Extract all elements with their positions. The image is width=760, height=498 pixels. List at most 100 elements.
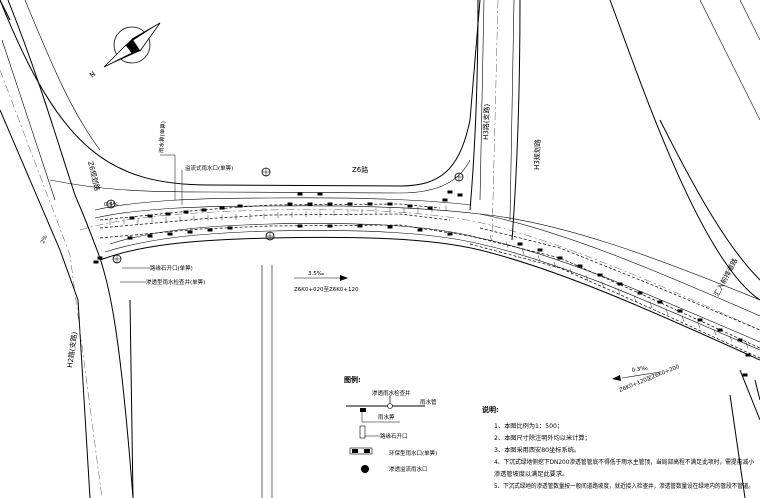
legend-infil-inlet: 渗透溢流雨水口 — [361, 465, 428, 473]
legend-inlet: 雨水箅 — [360, 408, 400, 423]
callout-infiltration-well: 渗透型雨水检查井(单箅) — [120, 278, 205, 286]
svg-text:路缘石开口: 路缘石开口 — [380, 432, 408, 440]
h3-road-edge-right — [511, 0, 521, 241]
legend-title: 图例: — [344, 375, 361, 384]
inlet-marker — [147, 234, 153, 238]
slope-left: 3.5‰ Z6K0+020至Z6K0+120 — [294, 271, 359, 293]
width-label-1: 0.5% — [104, 202, 118, 208]
inlet-marker — [442, 198, 448, 202]
svg-text:雨水箅(单箅): 雨水箅(单箅) — [157, 121, 167, 153]
pipe-tick — [617, 288, 621, 295]
inlet-marker — [297, 224, 303, 228]
pipe-row-upper-1 — [99, 203, 441, 221]
pipe-tick — [585, 275, 589, 282]
note-item: 2、本图尺寸除注明外均以米计算； — [494, 434, 591, 442]
inlet-markers — [93, 190, 751, 377]
note-item: 渗透管坡度以满足此要求。 — [494, 470, 568, 478]
note-item: 4、下沉式绿地侧挖下DN200渗透管管底不得低于雨水主管顶，当局部高程不满足此项… — [494, 458, 755, 466]
inlet-marker — [167, 232, 173, 236]
label-h3-plan: H3规划路 — [532, 139, 542, 170]
pipe-tick — [713, 329, 717, 336]
inlet-marker — [367, 202, 373, 206]
inlet-marker — [742, 373, 748, 377]
h3-centerline — [491, 0, 499, 241]
legend-curb-opening: 路缘石开口 — [359, 425, 408, 440]
inlet-marker — [97, 256, 103, 260]
inlet-marker — [457, 193, 463, 197]
inlet-marker — [387, 202, 393, 206]
width-label-2: 2% — [40, 234, 49, 244]
notes-title: 说明: — [482, 405, 499, 414]
note-item: 5、下沉式绿地的渗透管数量按一般间道路坡度，就近接入检查井，渗透管数量设在绿地内… — [494, 482, 754, 490]
callout-inlet-single: 雨水箅(单箅) — [157, 121, 176, 200]
label-z6-road: Z6路 — [352, 165, 368, 174]
pipe-tick — [665, 308, 669, 315]
inlet-marker — [737, 338, 743, 342]
legend-ring-inlet: 环保型雨水口(单箅) — [349, 447, 437, 457]
h2-centerline — [0, 69, 103, 498]
pipe-tick — [521, 248, 525, 255]
svg-text:渗透雨水检查井: 渗透雨水检查井 — [372, 389, 411, 397]
inlet-marker — [207, 228, 213, 232]
inlet-marker — [617, 282, 623, 286]
callout-curb-opening: 路缘石开口(单箅) — [122, 264, 193, 272]
h3-road-edge-left — [469, 0, 479, 211]
svg-text:溢流式雨水口(单箅): 溢流式雨水口(单箅) — [185, 164, 233, 172]
inlet-marker — [165, 212, 171, 216]
notes-list: 1、本图比例为1：500； 2、本图尺寸除注明外均以米计算； 3、本图采用西安8… — [494, 422, 755, 490]
legend-rain-pipe: 雨水管 — [346, 398, 437, 409]
inlet-marker — [577, 264, 583, 268]
pipe-tick — [569, 268, 573, 275]
inlet-marker — [317, 192, 323, 196]
pipe-ticks — [109, 205, 749, 349]
inlet-marker — [697, 318, 703, 322]
pipe-tick — [505, 241, 509, 248]
pipe-tick — [681, 315, 685, 322]
inlet-marker — [327, 202, 333, 206]
inlet-marker — [745, 353, 751, 357]
inlet-marker — [427, 206, 433, 210]
inlet-marker — [219, 206, 225, 210]
inlet-marker — [307, 202, 313, 206]
svg-text:渗透型雨水检查井(单箅): 渗透型雨水检查井(单箅) — [146, 278, 205, 286]
pipe-tick — [537, 255, 541, 262]
inlet-marker — [357, 224, 363, 228]
note-item: 1、本图比例为1：500； — [494, 422, 563, 430]
pipe-tick — [601, 281, 605, 289]
pipe-row-upper-2 — [99, 213, 451, 229]
inlet-marker — [597, 273, 603, 277]
inlet-marker — [537, 248, 543, 252]
north-arrow-icon — [103, 22, 161, 68]
svg-text:0.3‰: 0.3‰ — [631, 365, 649, 374]
svg-text:环保型雨水口(单箅): 环保型雨水口(单箅) — [389, 449, 437, 457]
pipe-tick — [745, 342, 749, 349]
pipe-tick — [553, 261, 557, 268]
pipe-row-lower-1 — [99, 224, 760, 349]
inlet-marker — [93, 260, 99, 264]
pipe-tick — [729, 335, 733, 342]
svg-text:雨水箅: 雨水箅 — [378, 413, 395, 421]
svg-text:渗透溢流雨水口: 渗透溢流雨水口 — [389, 465, 428, 473]
pipe-tick — [633, 295, 637, 302]
z6-road-lower-edge — [99, 236, 760, 361]
svg-text:Z6K0+020至Z6K0+120: Z6K0+020至Z6K0+120 — [294, 286, 359, 293]
z6-centerline — [79, 209, 760, 331]
z6-road-upper-edge — [0, 0, 481, 187]
inlet-marker — [227, 226, 233, 230]
callout-overflow: 溢流式雨水口(单箅) — [181, 164, 233, 205]
right-road-edge — [659, 119, 760, 281]
inlet-marker — [183, 210, 189, 214]
inlet-marker — [201, 208, 207, 212]
inlet-marker — [407, 204, 413, 208]
label-h3-road: H3路(支路) — [481, 103, 491, 140]
inlet-marker — [637, 291, 643, 295]
inlet-marker — [287, 202, 293, 206]
inlet-marker — [677, 309, 683, 313]
label-h2-road: H2路(支路) — [65, 331, 79, 368]
slope-right: 0.3‰ Z6K0+120至Z6K0+200 — [612, 363, 681, 394]
inlet-marker — [347, 202, 353, 206]
inlet-marker — [447, 190, 453, 194]
compass-label: N — [88, 70, 97, 80]
